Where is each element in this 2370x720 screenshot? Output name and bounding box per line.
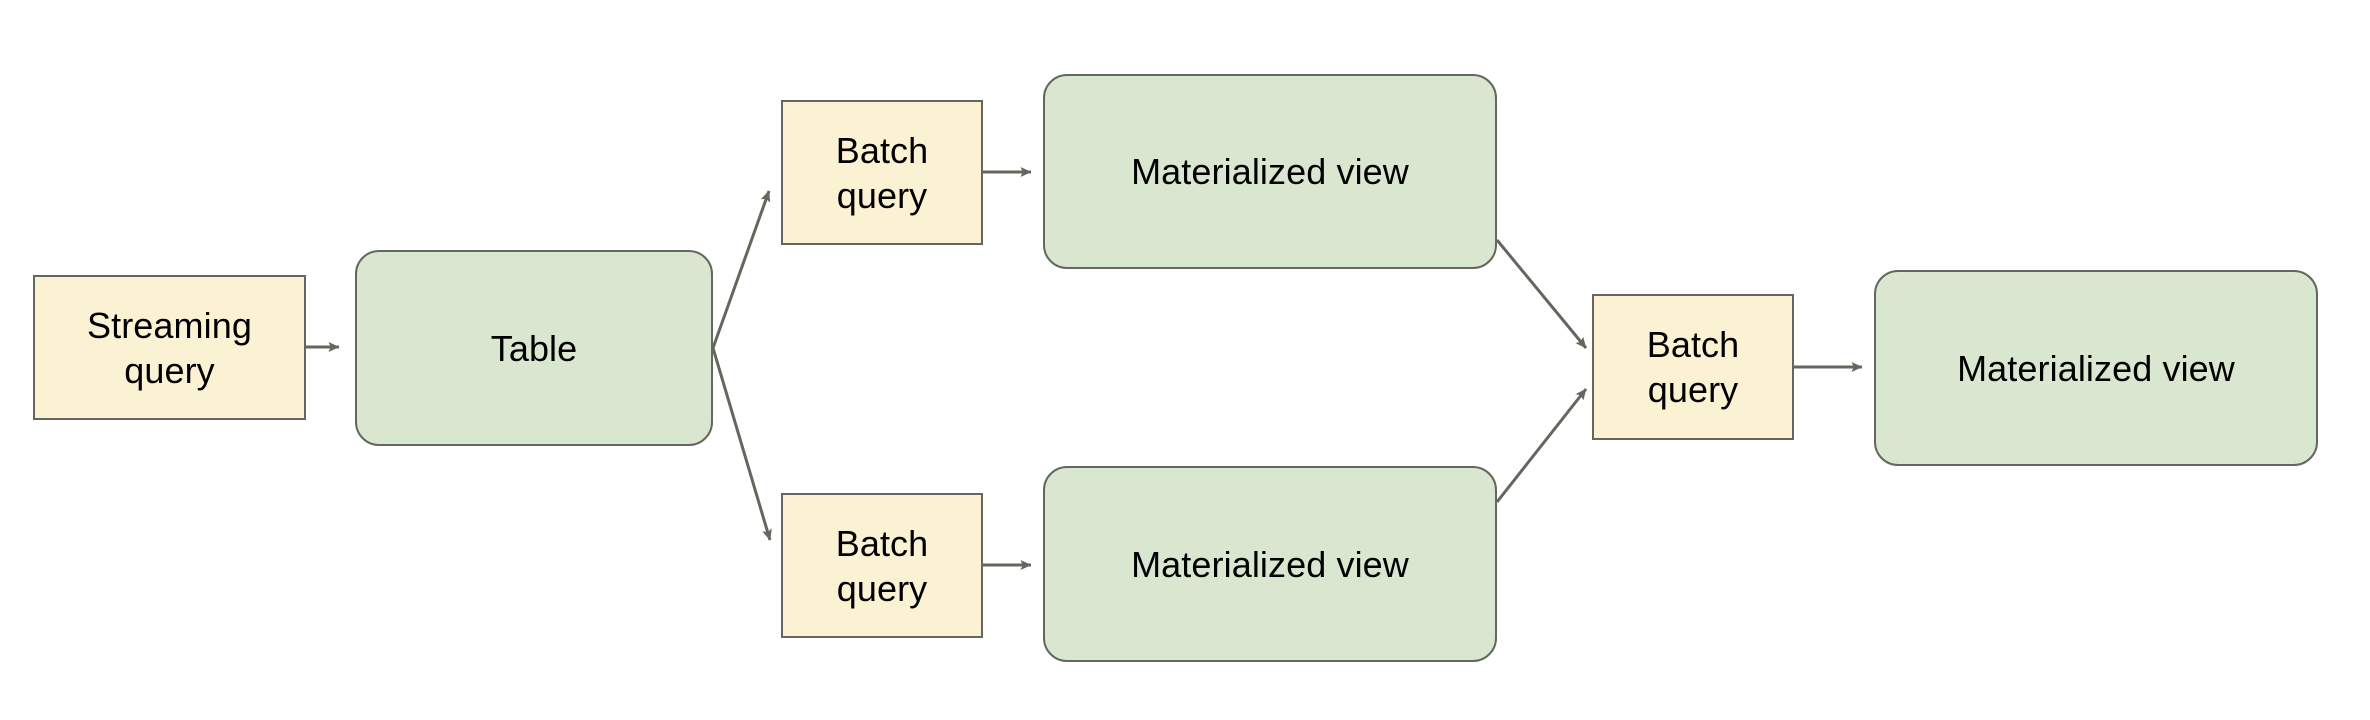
edge-table-to-batch-query-top	[711, 190, 771, 349]
node-materialized-view-final[interactable]: Materialized view	[1874, 270, 2318, 466]
node-materialized-view-final-label: Materialized view	[1957, 347, 2235, 389]
node-batch-query-bottom[interactable]: Batch query	[781, 493, 983, 638]
node-streaming-query[interactable]: Streaming query	[33, 275, 306, 420]
node-batch-query-bottom-label: Batch query	[835, 522, 929, 609]
node-materialized-view-bottom-label: Materialized view	[1131, 543, 1409, 585]
node-materialized-view-top[interactable]: Materialized view	[1043, 74, 1497, 269]
node-batch-query-final-label: Batch query	[1646, 324, 1740, 410]
node-materialized-view-top-label: Materialized view	[1131, 151, 1409, 192]
node-batch-query-top-label: Batch query	[835, 129, 929, 216]
node-table[interactable]: Table	[355, 250, 713, 446]
node-batch-query-final[interactable]: Batch query	[1592, 294, 1794, 440]
node-materialized-view-bottom[interactable]: Materialized view	[1043, 466, 1497, 662]
edge-materialized-view-top-to-batch-query-final	[1495, 239, 1588, 349]
node-table-label: Table	[490, 327, 578, 369]
node-batch-query-top[interactable]: Batch query	[781, 100, 983, 245]
edge-table-to-batch-query-bottom	[711, 347, 772, 541]
edge-materialized-view-bottom-to-batch-query-final	[1495, 388, 1588, 503]
node-streaming-query-label: Streaming query	[87, 304, 252, 391]
